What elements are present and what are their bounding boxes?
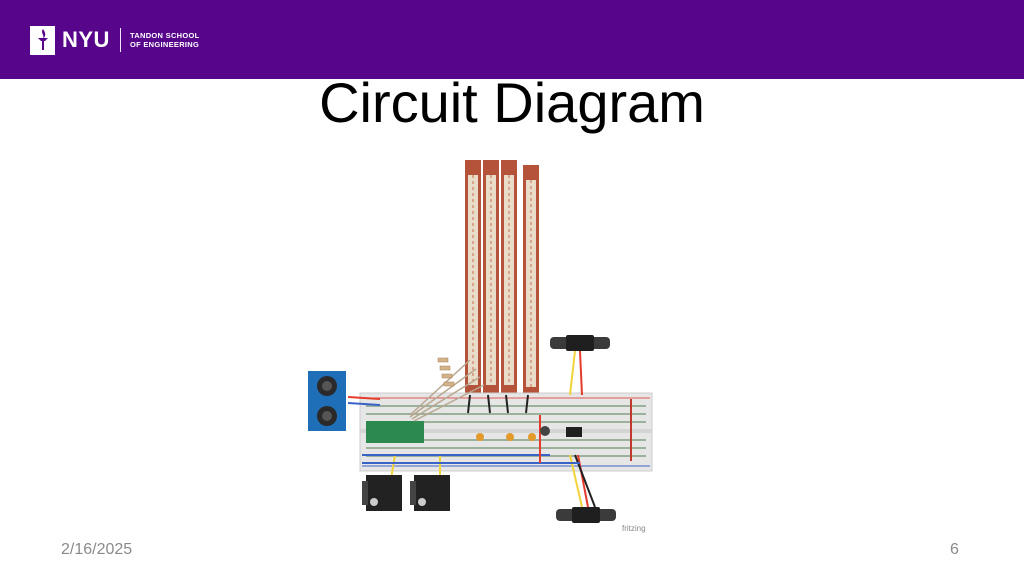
slide-page-number: 6 <box>950 541 959 558</box>
logo-divider <box>119 28 121 52</box>
nyu-tandon-logo: NYU TANDON SCHOOL OF ENGINEERING <box>30 25 200 55</box>
ir-sensor-bottom <box>556 507 616 523</box>
voltage-regulator <box>566 427 582 437</box>
flex-sensors <box>465 160 539 397</box>
flex-sensor-4 <box>523 165 539 397</box>
school-name-line1: TANDON SCHOOL <box>129 31 200 40</box>
wires <box>347 350 632 508</box>
header-bar: NYU TANDON SCHOOL OF ENGINEERING <box>0 0 1024 79</box>
ultrasonic-sensor <box>308 371 346 431</box>
circuit-diagram: fritzing <box>300 155 660 540</box>
potentiometer <box>540 426 550 436</box>
school-name: TANDON SCHOOL OF ENGINEERING <box>130 31 200 49</box>
capacitors <box>476 433 536 441</box>
breadboard <box>359 392 653 472</box>
fritzing-watermark: fritzing <box>622 524 646 533</box>
flex-sensor-3 <box>501 160 517 395</box>
servo-2 <box>410 475 450 511</box>
microcontroller-board <box>366 421 424 443</box>
ir-sensor-top <box>550 335 610 351</box>
flex-sensor-2 <box>483 160 499 395</box>
school-name-line2: OF ENGINEERING <box>129 40 200 49</box>
flex-sensor-1 <box>465 160 481 395</box>
logo-nyu-text: NYU <box>62 27 110 52</box>
servo-1 <box>362 475 402 511</box>
resistors <box>409 357 485 422</box>
slide-title: Circuit Diagram <box>319 71 705 134</box>
slide-date: 2/16/2025 <box>61 541 133 558</box>
nyu-torch-icon <box>30 25 55 55</box>
